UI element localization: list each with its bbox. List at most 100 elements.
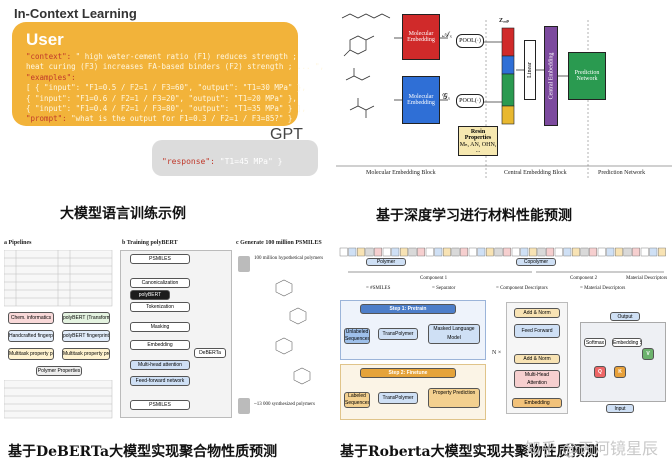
prompt-key: "examples":	[26, 72, 76, 82]
sequence-token	[632, 247, 640, 257]
unlabeled-sequences: Unlabeled Sequences	[344, 328, 370, 344]
training-step: Feed-forward network	[130, 376, 190, 386]
prompt-key: "prompt":	[26, 114, 67, 124]
sequence-token	[597, 247, 606, 257]
training-step: PSMILES	[130, 254, 190, 264]
polybert-fingerprints-box: polyBERT fingerprints	[62, 330, 110, 342]
linear-layer: Linear	[524, 40, 536, 100]
pool-bottom: POOL(·)	[456, 94, 484, 108]
prompt-line: "context": " high water-cement ratio (F1…	[26, 52, 297, 61]
footer-molecular: Molecular Embedding Block	[366, 170, 436, 176]
generate-column	[238, 256, 311, 414]
sequence-token	[554, 247, 563, 257]
caption-3: 基于DeBERTa大模型实现聚合物性质预测	[8, 444, 278, 460]
step1-header: Step 1: Pretrain	[360, 304, 456, 314]
gpt-response: "response": "T1=45 MPa" }	[162, 157, 282, 166]
prompt-key: "context":	[26, 52, 72, 61]
sequence-token	[468, 247, 477, 257]
training-label: b Training polyBERT	[122, 240, 178, 246]
sequence-token	[399, 247, 408, 257]
gpt-label: GPT	[270, 126, 303, 143]
sequence-token	[374, 247, 383, 257]
prompt-text: "what is the output for F1=0.3 / F2=1 / …	[66, 114, 293, 124]
step2-header: Step 2: Finetune	[360, 368, 456, 378]
prompt-text: { "input": "F1=0.4 / F2=1 / F3=80", "out…	[26, 104, 306, 113]
attention-detail	[580, 322, 666, 402]
material-descriptors-label: Material Descriptors	[626, 276, 668, 281]
sequence-token	[571, 247, 580, 257]
sequence-token	[365, 247, 374, 257]
z-vector-red	[501, 27, 515, 57]
training-step: Embedding	[130, 340, 190, 350]
sequence-token	[623, 247, 632, 257]
training-step: PSMILES	[130, 400, 190, 410]
caption-4: 基于Roberta大模型实现共聚物性质预测	[340, 444, 599, 460]
sequence-token	[511, 247, 520, 257]
generate-label: c Generate 100 million PSMILES	[236, 240, 322, 246]
transpolymer-figure: Polymer Copolymer Component 1 Component …	[336, 236, 672, 426]
training-step: Multi-head attention	[130, 360, 190, 370]
multi-head-attention-box: Multi-Head Attention	[514, 370, 560, 388]
sequence-token	[434, 247, 443, 257]
multitask-predictors-left: Multitask property predictors	[8, 348, 54, 360]
legend-separator: = Separator	[432, 286, 456, 291]
polymer-properties-box: Polymer Properties	[36, 366, 82, 376]
feed-forward-box: Feed Forward	[514, 324, 560, 338]
pool-top: POOL(·)	[456, 34, 484, 48]
figure-title: In-Context Learning	[14, 6, 137, 21]
training-step: Canonicalization	[130, 278, 190, 288]
chem-informatics-box: Chem. informatics	[8, 312, 54, 324]
prompt-text: [ { "input": "F1=0.5 / F2=1 / F3=60", "o…	[26, 83, 306, 93]
input-box: Input	[606, 404, 634, 413]
resin-properties: Resin Properties Mₙ, AN, OHN, ...	[458, 126, 498, 156]
molecular-embedding-top: Molecular Embedding	[402, 14, 440, 60]
prompt-line: [ { "input": "F1=0.5 / F2=1 / F3=60", "o…	[26, 83, 306, 92]
response-key: "response":	[162, 157, 215, 166]
prompt-text: heat curing (F3) increases FA-based bind…	[26, 62, 325, 72]
z-vector-green	[501, 73, 515, 107]
component-2-label: Component 2	[570, 276, 598, 281]
masked-lm-head: Masked Language Model	[428, 324, 480, 344]
sequence-token	[348, 247, 357, 257]
legend-smiles: = #SMILES	[366, 286, 391, 291]
prompt-line: { "input": "F1=0.6 / F2=1 / F3=20", "out…	[26, 94, 297, 103]
q-box: Q	[594, 366, 606, 378]
prompt-line: heat curing (F3) increases FA-based bind…	[26, 62, 324, 71]
hypothetical-label: 100 million hypothetical polymers	[254, 256, 324, 261]
copolymer-token: Copolymer	[516, 258, 556, 266]
add-norm-bottom: Add & Norm	[514, 354, 560, 364]
polybert-badge: polyBERT	[130, 290, 170, 300]
add-norm-top: Add & Norm	[514, 308, 560, 318]
component-1-label: Component 1	[420, 276, 448, 281]
architecture-diagram	[336, 13, 672, 178]
training-step: Masking	[130, 322, 190, 332]
molecule-bottom	[345, 68, 375, 118]
token-sequence	[339, 247, 666, 273]
in-context-learning-figure: In-Context Learning User "context": " hi…	[0, 0, 336, 192]
prompt-line: { "input": "F1=0.4 / F2=1 / F3=80", "out…	[26, 104, 306, 113]
polybert-transformer-box: polyBERT (Transformer)	[62, 312, 110, 324]
sequence-token	[477, 247, 486, 257]
sequence-token	[563, 247, 572, 257]
sequence-token	[494, 247, 503, 257]
caption-2: 基于深度学习进行材料性能预测	[376, 208, 572, 224]
sequence-token	[537, 247, 546, 257]
prompt-text: { "input": "F1=0.6 / F2=1 / F3=20", "out…	[26, 93, 297, 103]
response-text: "T1=45 MPa" }	[214, 157, 283, 166]
sequence-token	[658, 247, 666, 257]
sequence-token	[451, 247, 460, 257]
a-x-label: 𝒜ₓ	[442, 30, 452, 39]
sequence-token	[442, 247, 451, 257]
transpolymer-pretrain: TransPolymer	[378, 328, 418, 340]
sequence-token	[382, 247, 391, 257]
sequence-token	[649, 247, 658, 257]
labeled-sequences: Labeled Sequences	[344, 392, 370, 408]
sequence-token	[640, 247, 649, 257]
watermark: 知乎 @天河镜星辰	[524, 439, 658, 458]
sequence-token	[357, 247, 365, 257]
molecule-top	[341, 13, 391, 57]
g-x-label: 𝒢ₓ	[442, 92, 451, 101]
caption-1: 大模型语言训练示例	[60, 206, 186, 222]
polybert-figure: a Pipelines b Training polyBERT c Genera…	[0, 236, 330, 426]
output-box: Output	[610, 312, 640, 321]
